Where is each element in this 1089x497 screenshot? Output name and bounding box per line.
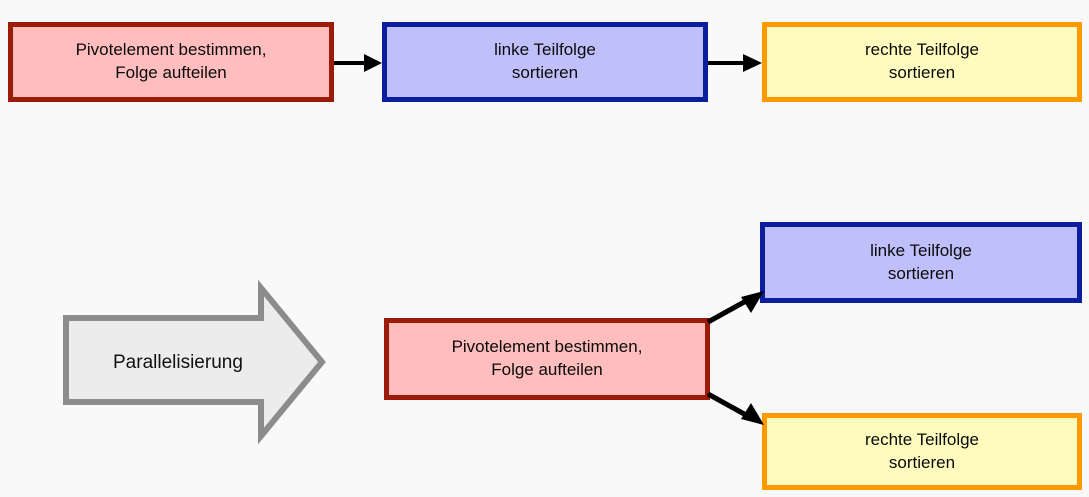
connector-arrow-pivot-to-left-parallel xyxy=(706,288,768,326)
connector-arrow-pivot-to-right-parallel xyxy=(706,390,768,428)
node-label: linke Teilfolge sortieren xyxy=(870,240,972,283)
node-pivot-split-parallel[interactable]: Pivotelement bestimmen, Folge aufteilen xyxy=(384,318,710,400)
node-sort-left-parallel[interactable]: linke Teilfolge sortieren xyxy=(760,222,1082,303)
node-label: Pivotelement bestimmen, Folge aufteilen xyxy=(75,40,267,82)
node-pivot-split-sequential[interactable]: Pivotelement bestimmen, Folge aufteilen xyxy=(8,22,334,102)
parallelisierung-block-arrow-icon xyxy=(63,279,326,445)
node-sort-right-sequential[interactable]: rechte Teilfolge sortieren xyxy=(762,22,1082,102)
connector-arrow-left-to-right xyxy=(708,46,764,80)
node-label: linke Teilfolge sortieren xyxy=(494,40,596,82)
node-sort-right-parallel[interactable]: rechte Teilfolge sortieren xyxy=(762,413,1082,490)
node-label: rechte Teilfolge sortieren xyxy=(864,40,980,82)
connector-arrow-pivot-to-left xyxy=(334,46,384,80)
parallelisierung-label: Parallelisierung xyxy=(113,352,243,373)
node-label: Pivotelement bestimmen, Folge aufteilen xyxy=(451,337,643,379)
node-sort-left-sequential[interactable]: linke Teilfolge sortieren xyxy=(382,22,708,102)
node-label: rechte Teilfolge sortieren xyxy=(864,429,980,472)
